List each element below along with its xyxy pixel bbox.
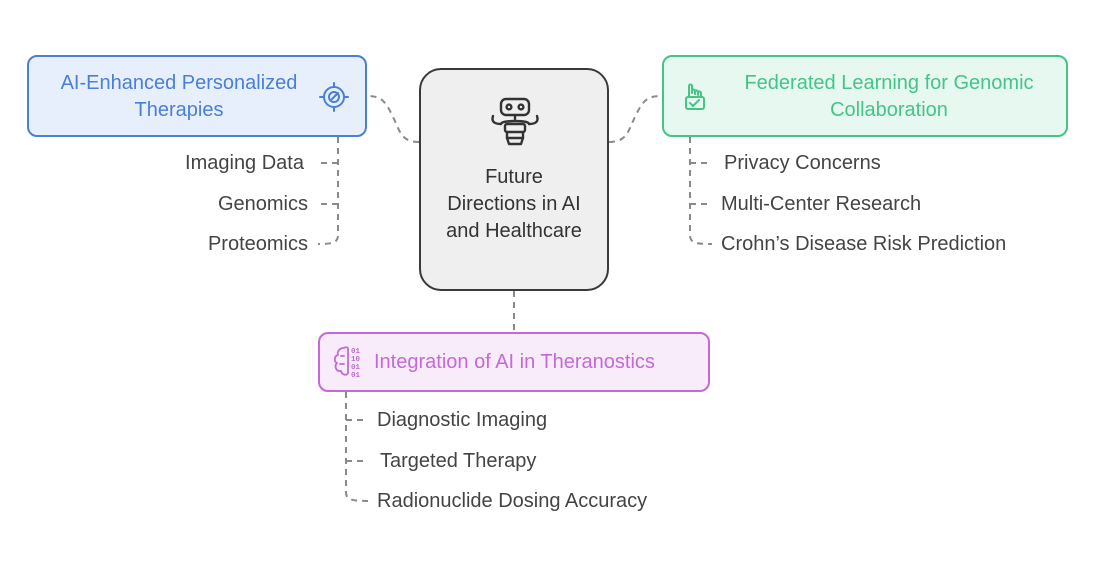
item-privacy-concerns: Privacy Concerns (724, 152, 881, 174)
connector-personalized-items (317, 137, 339, 245)
connector-center-personalized (367, 95, 420, 143)
svg-text:10: 10 (351, 356, 361, 364)
connector-center-federated (608, 95, 662, 143)
svg-text:01: 01 (351, 364, 361, 372)
hand-check-icon (685, 83, 705, 110)
center-node: Future Directions in AI and Healthcare (419, 68, 609, 291)
item-targeted-therapy: Targeted Therapy (380, 450, 537, 472)
target-icon (319, 82, 349, 112)
item-genomics: Genomics (217, 193, 308, 215)
item-imaging-data: Imaging Data (185, 152, 304, 174)
connector-federated-items (689, 137, 713, 245)
federated-learning-node: Federated Learning for Genomic Collabora… (662, 55, 1068, 137)
svg-text:01: 01 (351, 348, 361, 356)
item-diagnostic-imaging: Diagnostic Imaging (377, 409, 548, 431)
center-title: Future Directions in AI and Healthcare (446, 166, 582, 242)
theranostics-title: Integration of AI in Theranostics (374, 351, 655, 373)
robot-icon (491, 97, 539, 146)
item-multi-center-research: Multi-Center Research (721, 193, 922, 215)
item-radionuclide-dosing: Radionuclide Dosing Accuracy (377, 490, 648, 512)
personalized-therapies-title: AI-Enhanced Personalized Therapies (60, 72, 298, 121)
federated-learning-title: Federated Learning for Genomic Collabora… (744, 72, 1034, 121)
connector-theranostics-items (345, 392, 369, 502)
personalized-therapies-node: AI-Enhanced Personalized Therapies (27, 55, 367, 137)
theranostics-node: 01 10 01 01 Integration of AI in Therano… (318, 332, 710, 392)
item-crohns-risk-prediction: Crohn’s Disease Risk Prediction (721, 233, 1007, 255)
ai-brain-icon: 01 10 01 01 (333, 346, 361, 380)
svg-text:01: 01 (351, 372, 361, 380)
item-proteomics: Proteomics (207, 233, 308, 255)
